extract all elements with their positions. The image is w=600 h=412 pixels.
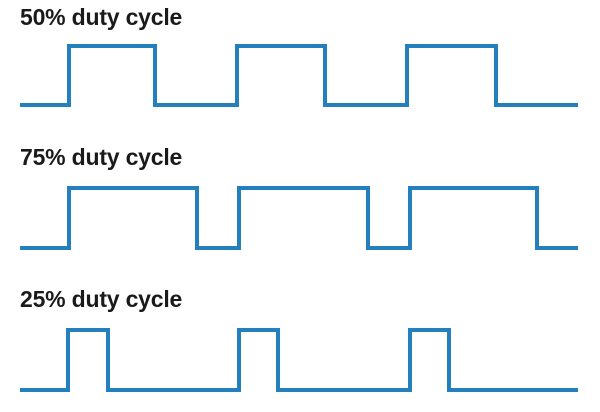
waveform-plot-75 — [0, 140, 600, 280]
waveform-row-25: 25% duty cycle — [0, 282, 600, 412]
waveform-plot-25 — [0, 282, 600, 412]
waveform-trace-50 — [20, 46, 578, 105]
waveform-row-75: 75% duty cycle — [0, 140, 600, 280]
waveform-label-50: 50% duty cycle — [20, 4, 183, 30]
waveform-label-25: 25% duty cycle — [20, 286, 183, 312]
waveform-trace-75 — [20, 188, 578, 248]
waveform-label-75: 75% duty cycle — [20, 144, 183, 170]
waveform-plot-50 — [0, 0, 600, 138]
waveform-trace-25 — [20, 330, 578, 390]
waveform-row-50: 50% duty cycle — [0, 0, 600, 138]
